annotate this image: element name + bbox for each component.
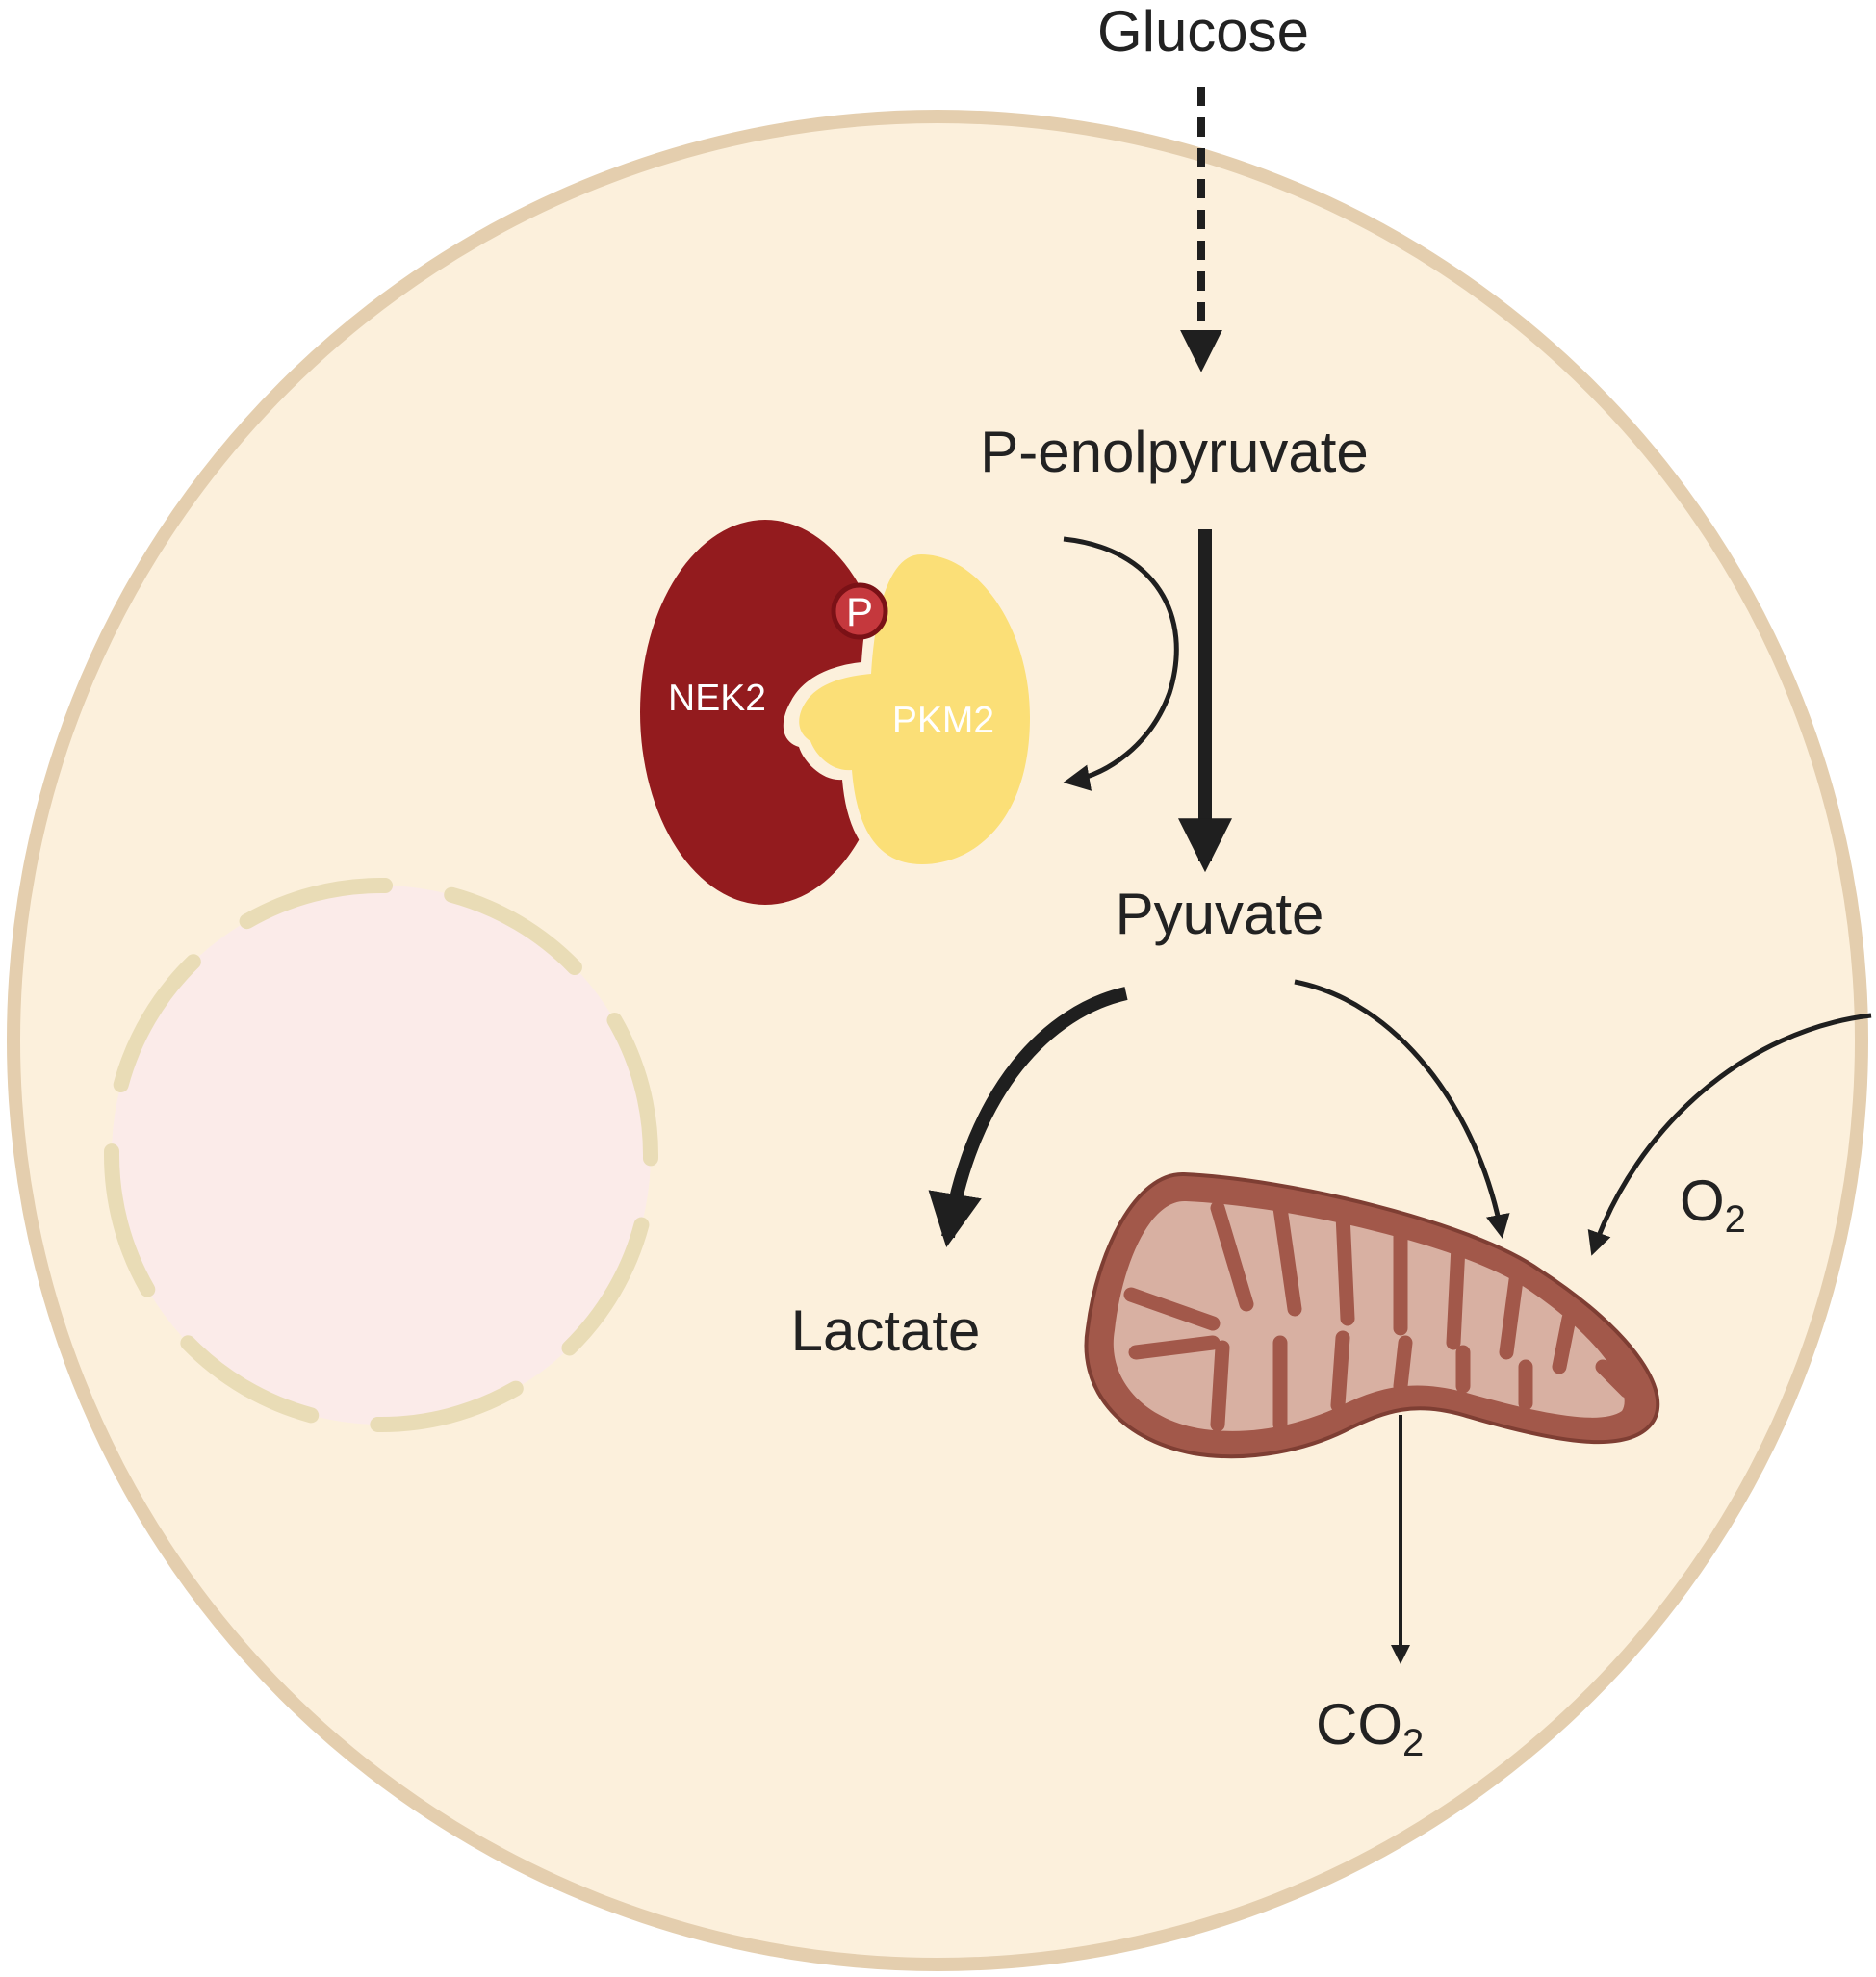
pyruvate-to-lactate-arrow	[928, 987, 1128, 1248]
co2-subscript: 2	[1402, 1722, 1424, 1764]
co2-base: CO	[1316, 1692, 1402, 1757]
pyruvate-to-mitochondrion-arrow	[1294, 979, 1510, 1239]
o2-base: O	[1680, 1168, 1725, 1233]
glucose-label: Glucose	[1097, 0, 1309, 64]
phospho-label: P	[846, 589, 873, 634]
o2-to-mitochondrion-arrow	[1587, 1013, 1872, 1256]
lactate-label: Lactate	[791, 1298, 981, 1363]
nek2-label: NEK2	[668, 678, 766, 719]
phospho-icon	[831, 582, 888, 640]
nucleus-body	[112, 886, 651, 1425]
nek2-pkm2-complex-icon: P NEK2 PKM2	[640, 520, 1040, 905]
nek2-shape	[640, 520, 890, 905]
pyruvate-label: Pyuvate	[1116, 882, 1324, 946]
o2-subscript: 2	[1725, 1198, 1746, 1241]
pkm2-label: PKM2	[892, 700, 994, 741]
mito-cristae	[1123, 1200, 1634, 1432]
nucleus-icon	[104, 878, 658, 1432]
pkm2-shape	[799, 554, 1030, 864]
o2-label: O2	[1680, 1168, 1746, 1241]
mito-inner-membrane	[1113, 1200, 1625, 1431]
pkm2-activity-arrow	[1063, 536, 1179, 791]
penolpyruvate-label: P-enolpyruvate	[980, 420, 1369, 484]
mitochondrion-icon	[1084, 1171, 1660, 1459]
co2-label: CO2	[1316, 1692, 1424, 1764]
nuclear-envelope	[104, 878, 658, 1432]
